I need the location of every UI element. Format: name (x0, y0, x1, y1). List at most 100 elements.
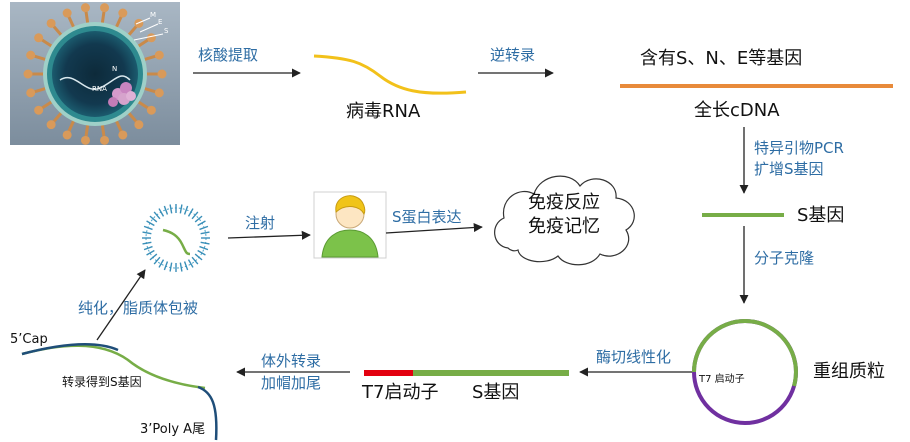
arrow-purify (96, 269, 146, 341)
virus-spike-head (134, 120, 144, 130)
cloud-text-line2: 免疫记忆 (528, 216, 600, 237)
step-label-linearize: 酶切线性化 (596, 348, 671, 366)
step-label-express: S蛋白表达 (392, 208, 462, 226)
lnp-ray (142, 241, 152, 245)
cap-label: 5’Cap (10, 332, 48, 347)
plasmid-s-gene-segment (744, 319, 798, 387)
lnp-ray (163, 261, 169, 271)
step-label-cloning: 分子克隆 (754, 249, 814, 267)
t7-promoter-label: T7启动子 (361, 382, 438, 403)
lnp-ray (197, 249, 206, 256)
arrow-inject (227, 230, 311, 240)
virus-label-n: N (112, 65, 117, 73)
virus-spike (67, 118, 76, 133)
virus-spike-head (118, 130, 128, 140)
virus-spike (51, 110, 64, 124)
virus-spike-head (62, 130, 72, 140)
s-gene-label: S基因 (797, 205, 844, 226)
plasmid-t7-label: T7 启动子 (698, 372, 745, 385)
lnp-ray (153, 256, 161, 265)
lnp-ray (143, 225, 153, 231)
virus-spike-head (154, 88, 164, 98)
virus-spike-head (146, 33, 156, 43)
lnp-mrna-cargo (162, 228, 191, 256)
virus-spike-head (34, 33, 44, 43)
virus-label-m: M (150, 11, 156, 19)
step-label-pcr-line1: 特异引物PCR (754, 139, 844, 157)
s-gene-linear-label: S基因 (472, 382, 519, 403)
lnp-ray (169, 204, 173, 214)
lnp-ray (149, 253, 158, 261)
virus-label-s: S (164, 27, 169, 35)
step-label-inject: 注射 (245, 214, 275, 232)
coronavirus-illustration: M E S N RNA (10, 2, 180, 145)
virus-spike (100, 123, 106, 138)
person-avatar (313, 191, 387, 259)
virus-spike-head (154, 50, 164, 60)
lnp-ray (169, 262, 173, 272)
plasmid-t7-segment (692, 319, 746, 373)
virus-annotation-lines (133, 17, 164, 41)
lnp-ray (142, 231, 152, 235)
virus-spike-head (80, 135, 90, 145)
virus-spike-head (23, 69, 33, 79)
virus-spike-head (26, 50, 36, 60)
virus-spike (142, 86, 157, 94)
lnp-ray (183, 205, 189, 215)
virus-spike (33, 54, 48, 62)
virus-label-rna: RNA (92, 85, 107, 93)
virus-spikes (23, 3, 167, 145)
virus-spike-head (34, 105, 44, 115)
virus-spike (126, 110, 139, 124)
virus-spike (67, 15, 76, 30)
virus-label-e: E (158, 18, 162, 26)
virus-spike (40, 99, 54, 110)
virus-spike (100, 10, 106, 25)
lnp-ray (158, 208, 165, 217)
virus-spike-head (134, 18, 144, 28)
virus-spike-head (80, 3, 90, 13)
lnp-ray (194, 215, 203, 223)
lnp-ray (179, 262, 183, 272)
lnp-ray (179, 204, 183, 214)
virus-spike-head (146, 105, 156, 115)
full-cdna-label: 全长cDNA (694, 100, 780, 121)
step-label-purify: 纯化，脂质体包被 (78, 299, 198, 317)
plasmid-label: 重组质粒 (813, 361, 885, 382)
lnp-ray (153, 211, 161, 220)
virus-rnp-cluster (59, 75, 136, 107)
virus-spike (84, 10, 90, 25)
step-label-extract: 核酸提取 (198, 46, 258, 64)
immune-cloud (494, 175, 635, 266)
lnp-ray (199, 245, 209, 251)
virus-spike-head (26, 88, 36, 98)
lnp-ray (146, 249, 155, 256)
mrna-cap-segment (21, 342, 119, 356)
virus-spike (33, 86, 48, 94)
virus-spike (136, 38, 150, 49)
mrna-polya-tail (197, 385, 218, 441)
lnp-ray (187, 259, 194, 268)
virus-spike-head (46, 18, 56, 28)
virus-spike (84, 123, 90, 138)
lnp-ray (199, 225, 209, 231)
lnp-ray (187, 208, 194, 217)
viral-rna-label: 病毒RNA (346, 101, 421, 122)
virus-spike-head (46, 120, 56, 130)
virus-spike-head (118, 8, 128, 18)
lnp-ray (191, 211, 199, 220)
arrow-express (385, 222, 483, 234)
lipid-nanoparticle (142, 204, 210, 272)
virus-spike-head (157, 69, 167, 79)
lnp-ray (146, 220, 155, 227)
genes-note: 含有S、N、E等基因 (640, 48, 802, 69)
lnp-ray (194, 253, 203, 261)
step-label-ivt-line1: 体外转录 (261, 352, 321, 370)
lnp-ray (183, 261, 189, 271)
lipid-nanoparticle-rays (142, 204, 210, 272)
virus-spike-head (100, 135, 110, 145)
virus-spike (142, 54, 157, 62)
viral-rna-strand (313, 54, 467, 95)
virus-spike (114, 15, 123, 30)
